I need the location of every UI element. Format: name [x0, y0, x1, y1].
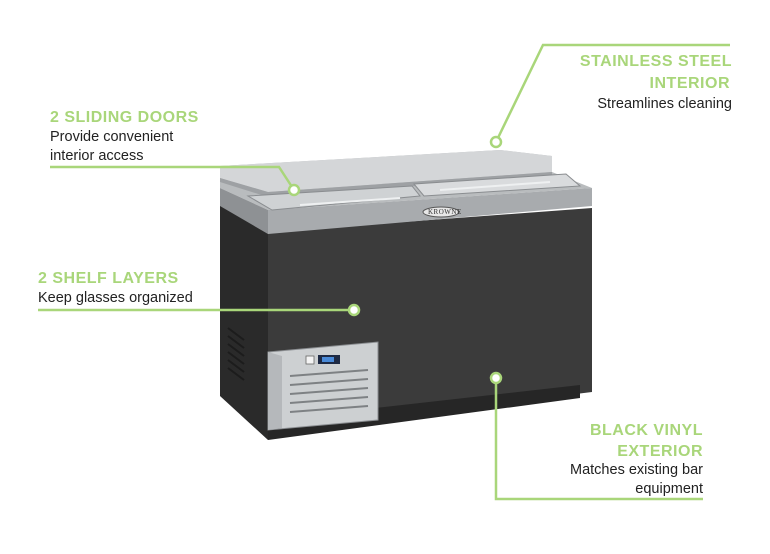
- callout-vinyl-title-2: EXTERIOR: [617, 443, 703, 460]
- lid-back-rail: [220, 150, 552, 192]
- cabinet-side-panel: [220, 190, 268, 440]
- brand-logo: [422, 206, 460, 218]
- marker-stainless: [489, 135, 503, 149]
- callout-stainless-title-2: INTERIOR: [649, 75, 730, 92]
- callout-doors-desc-1: Provide convenient: [50, 129, 174, 145]
- leader-stainless: [494, 43, 730, 143]
- leader-vinyl: [494, 378, 703, 501]
- callout-doors-title: 2 SLIDING DOORS: [50, 109, 199, 126]
- callout-shelves-title: 2 SHELF LAYERS: [38, 270, 179, 287]
- marker-vinyl: [489, 371, 503, 385]
- callout-shelves-desc: Keep glasses organized: [38, 290, 193, 306]
- compressor-louvers: [289, 369, 369, 413]
- sliding-door-left: [246, 185, 421, 211]
- callout-vinyl-desc-2: equipment: [635, 481, 703, 497]
- leader-doors: [50, 165, 296, 191]
- callout-doors-desc-2: interior access: [50, 148, 144, 164]
- power-switch: [305, 355, 315, 365]
- brand-logo-text: KROWNE: [428, 208, 462, 216]
- marker-shelves: [347, 303, 361, 317]
- marker-doors: [287, 183, 301, 197]
- side-vents: [227, 327, 245, 381]
- callout-stainless-desc: Streamlines cleaning: [597, 96, 732, 112]
- callout-vinyl-desc-1: Matches existing bar: [570, 462, 703, 478]
- callout-vinyl-title-1: BLACK VINYL: [589, 422, 703, 439]
- cabinet-base: [268, 385, 580, 440]
- callout-stainless-title-1: STAINLESS STEEL: [579, 53, 732, 70]
